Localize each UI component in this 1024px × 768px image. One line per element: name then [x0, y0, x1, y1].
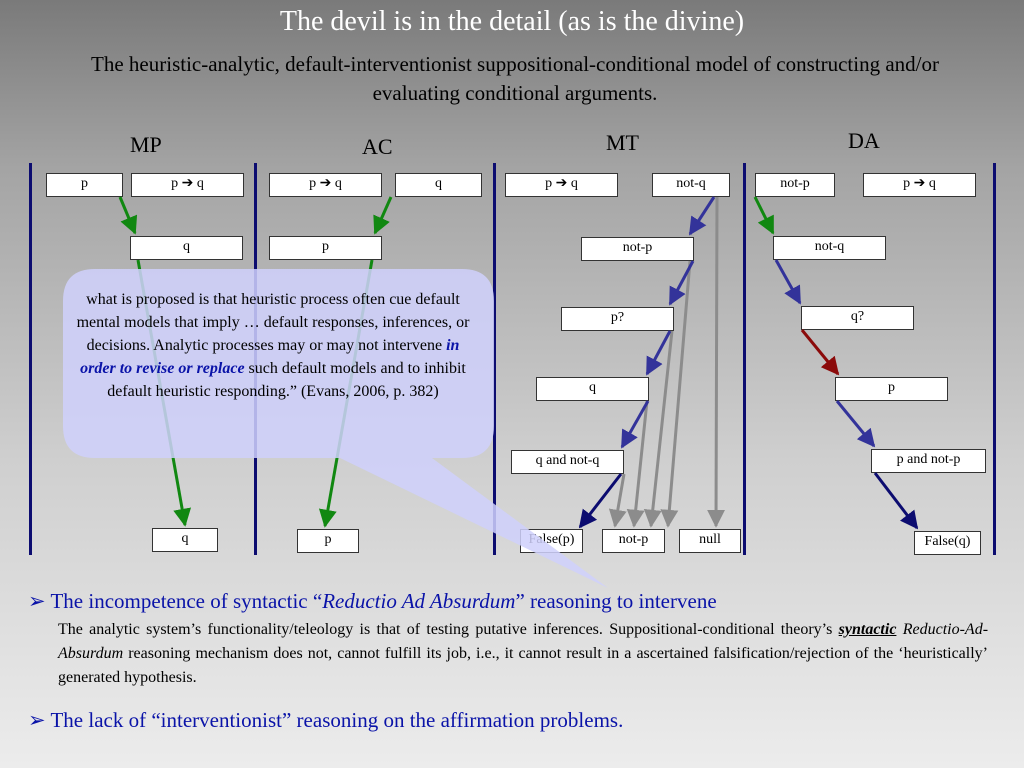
box-mt-q-and-not-q: q and not-q — [511, 450, 624, 474]
arrow-mt-blue-3 — [645, 330, 672, 376]
divider-line-4 — [743, 163, 746, 555]
bullet1-pre: The incompetence of syntactic “ — [45, 589, 323, 613]
arrow-mt-blue-2 — [668, 260, 695, 306]
arrow-mt-gray-4 — [626, 400, 649, 528]
callout-emphasis: in order to revise or replace — [80, 337, 460, 377]
bullet-incompetence: ➢ The incompetence of syntactic “Reducti… — [28, 589, 717, 614]
column-header-ac: AC — [362, 134, 393, 159]
box-mp-q: q — [130, 236, 243, 260]
box-mp-conditional: p ➔ q — [131, 173, 244, 197]
arrow-mt-gray-2 — [660, 260, 692, 528]
para-part2: reasoning mechanism does not, cannot ful… — [58, 645, 988, 686]
box-mt-null: null — [679, 529, 741, 553]
box-da-p: p — [835, 377, 948, 401]
box-da-p-and-not-p: p and not-p — [871, 449, 986, 473]
box-ac-premise-q: q — [395, 173, 482, 197]
box-da-not-q: not-q — [773, 236, 886, 260]
bullet-arrow-icon: ➢ — [28, 589, 46, 613]
arrow-mt-gray-3 — [643, 330, 674, 528]
box-da-false-q: False(q) — [914, 531, 981, 555]
bullet-arrow-icon: ➢ — [28, 708, 46, 732]
column-header-mp: MP — [130, 132, 162, 157]
arrow-mp-1 — [118, 196, 138, 235]
box-mt-q: q — [536, 377, 649, 401]
box-da-not-p: not-p — [755, 173, 835, 197]
bullet2-text: The lack of “interventionist” reasoning … — [45, 708, 624, 732]
divider-line-3 — [493, 163, 496, 555]
callout-text-part2: such default models and to inhibit defau… — [107, 360, 466, 400]
explanation-paragraph: The analytic system’s functionality/tele… — [58, 618, 988, 690]
box-da-conditional: p ➔ q — [863, 173, 976, 197]
divider-line-1 — [29, 163, 32, 555]
box-da-q-question: q? — [801, 306, 914, 330]
box-ac-conditional: p ➔ q — [269, 173, 382, 197]
box-mt-conditional: p ➔ q — [505, 173, 618, 197]
arrow-da-3 — [800, 329, 840, 376]
arrow-mt-navy-5 — [578, 473, 623, 529]
box-ac-conclusion: p — [297, 529, 359, 553]
box-mt-p-question: p? — [561, 307, 674, 331]
box-ac-p: p — [269, 236, 382, 260]
box-mt-not-p-result: not-p — [602, 529, 665, 553]
column-header-mt: MT — [606, 130, 639, 155]
column-header-da: DA — [848, 128, 880, 153]
arrow-da-4 — [835, 400, 876, 448]
slide-subtitle: The heuristic-analytic, default-interven… — [91, 52, 939, 105]
arrow-da-2 — [774, 259, 802, 305]
divider-line-5 — [993, 163, 996, 555]
arrow-da-5 — [873, 472, 919, 530]
arrow-mt-blue-4 — [620, 400, 650, 449]
para-part1: The analytic system’s functionality/tele… — [58, 621, 839, 638]
slide-title: The devil is in the detail (as is the di… — [279, 6, 745, 37]
arrow-mt-gray-5 — [608, 473, 627, 528]
para-syntactic: syntactic — [838, 621, 897, 638]
para-italic: Reductio-Ad-Absurdum — [58, 621, 989, 662]
bullet-interventionist: ➢ The lack of “interventionist” reasonin… — [28, 708, 623, 733]
box-mt-not-q: not-q — [652, 173, 730, 197]
arrow-da-1 — [753, 196, 775, 235]
bullet1-italic: Reductio Ad Absurdum — [322, 589, 516, 613]
box-mp-premise-p: p — [46, 173, 123, 197]
bullet1-post: ” reasoning to intervene — [515, 589, 717, 613]
box-mp-conclusion: q — [152, 528, 218, 552]
box-mt-not-p: not-p — [581, 237, 694, 261]
arrow-mt-gray-1 — [707, 196, 726, 528]
arrow-mt-blue-1 — [688, 196, 716, 236]
callout-text-part1: what is proposed is that heuristic proce… — [76, 291, 470, 354]
arrow-ac-1 — [373, 196, 393, 235]
callout-quote: what is proposed is that heuristic proce… — [72, 288, 474, 403]
